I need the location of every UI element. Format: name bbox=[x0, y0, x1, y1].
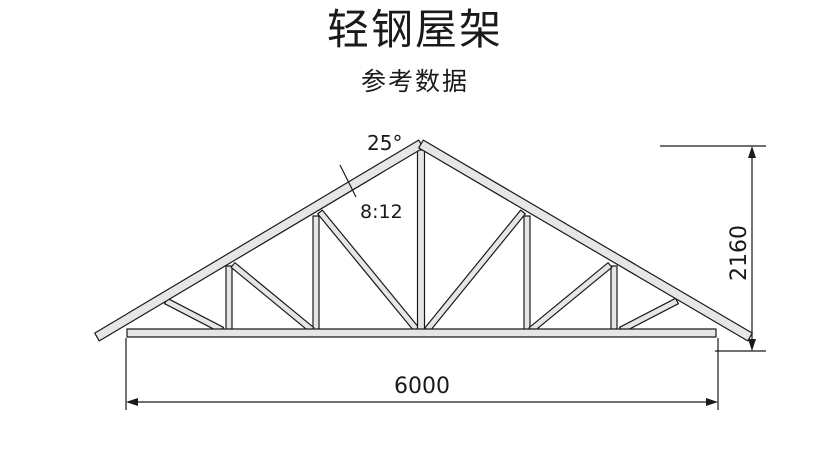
angle-leader-line bbox=[339, 164, 357, 198]
king-post bbox=[416, 149, 426, 331]
span-arrow-left bbox=[126, 398, 138, 406]
web-diagonal-5 bbox=[528, 262, 613, 333]
web-diagonal-2 bbox=[230, 262, 315, 333]
pitch-label: 8:12 bbox=[360, 201, 403, 223]
web-diagonal-4 bbox=[424, 209, 526, 333]
height-arrow-top bbox=[748, 146, 756, 158]
page-subtitle: 参考数据 bbox=[360, 67, 469, 96]
span-arrow-right bbox=[706, 398, 718, 406]
web-diagonal-1 bbox=[164, 297, 224, 334]
web-vertical-2 bbox=[312, 215, 320, 331]
web-diagonal-6 bbox=[618, 297, 680, 334]
dimension-arrows bbox=[126, 146, 756, 406]
truss-members bbox=[94, 139, 753, 342]
page-title: 轻钢屋架 bbox=[326, 5, 503, 54]
span-label: 6000 bbox=[394, 374, 450, 399]
top-chord-right bbox=[418, 139, 753, 342]
height-arrow-bottom bbox=[748, 339, 756, 351]
web-vertical-1 bbox=[225, 265, 233, 331]
web-vertical-3 bbox=[523, 215, 531, 331]
web-vertical-4 bbox=[610, 265, 618, 331]
web-diagonal-3 bbox=[317, 209, 420, 333]
top-chord-left bbox=[94, 139, 424, 342]
dimension-lines bbox=[125, 145, 766, 410]
bottom-chord bbox=[126, 328, 717, 338]
height-label: 2160 bbox=[727, 225, 752, 281]
angle-label: 25° bbox=[367, 131, 402, 155]
